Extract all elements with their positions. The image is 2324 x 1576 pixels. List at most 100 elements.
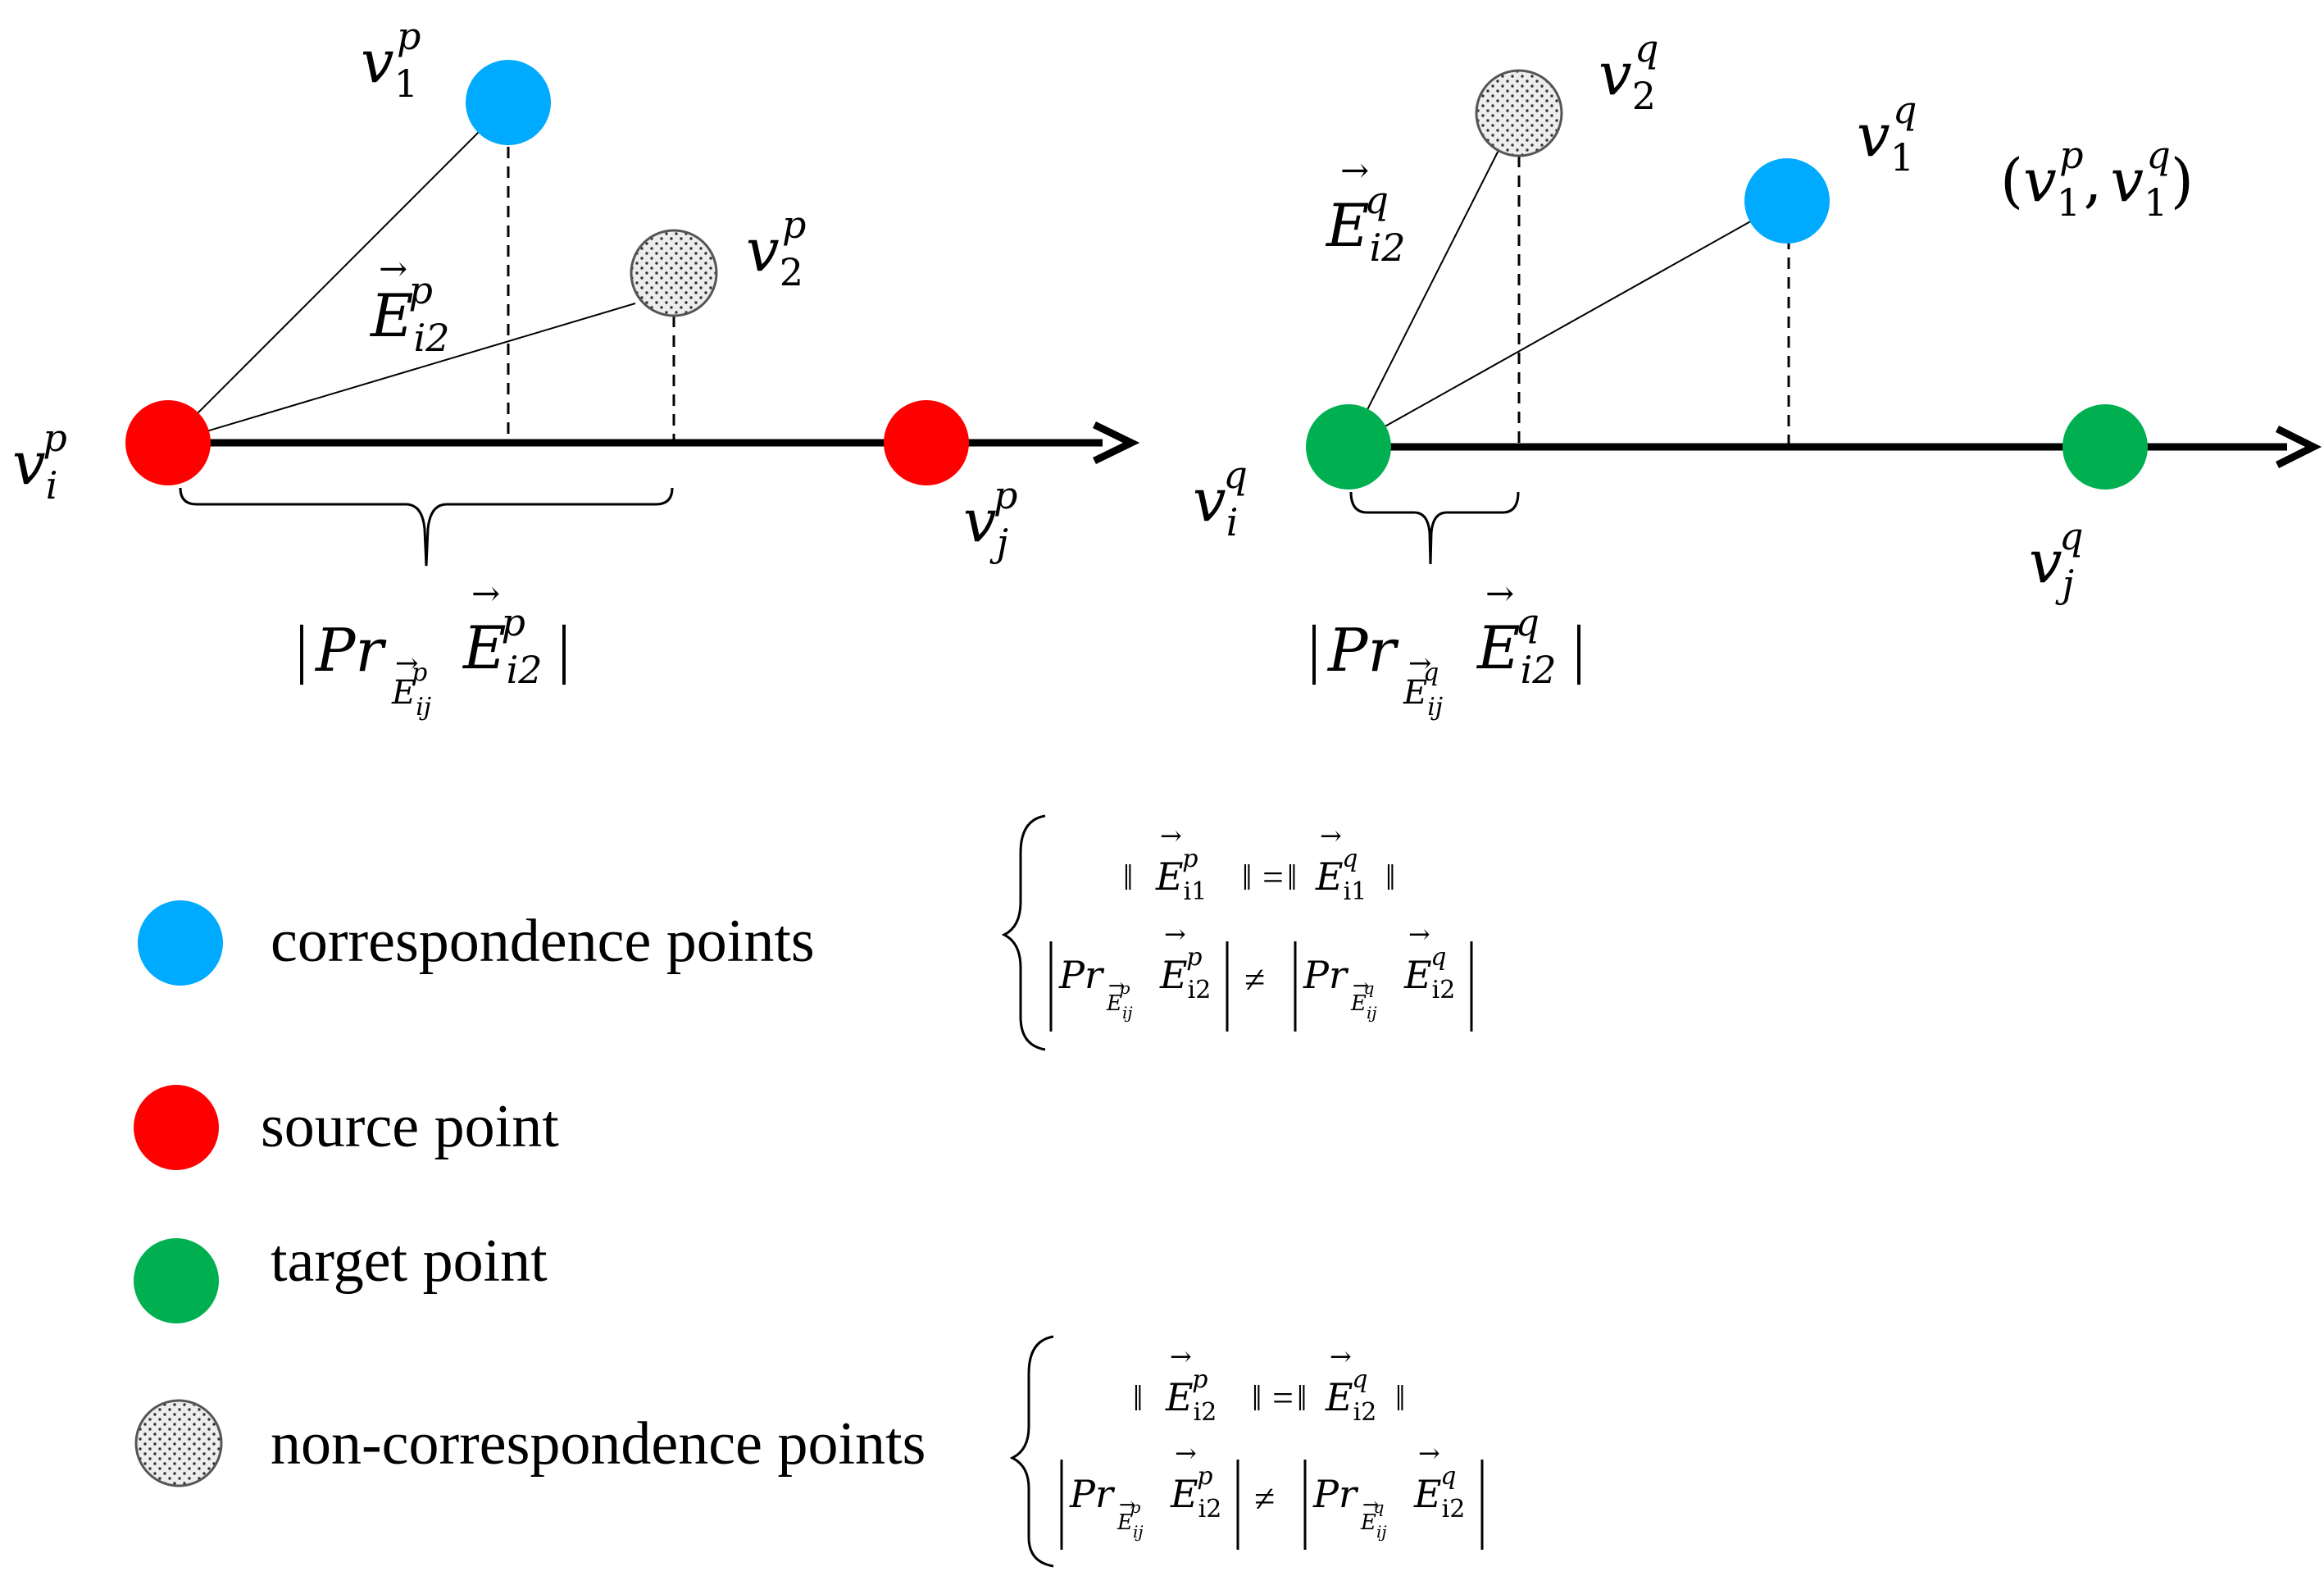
svg-text:‖: ‖: [1287, 858, 1297, 898]
svg-text:→: →: [1119, 1493, 1135, 1516]
svg-text:→: →: [395, 647, 419, 680]
svg-text:Ei2q: Ei2q: [1403, 943, 1455, 1004]
condition-correspondence-row-norm: ‖ → Ei1p ‖ = ‖ → Ei1q ‖: [1123, 820, 1395, 906]
svg-text:|: |: [295, 613, 308, 686]
right-edge-to-v2: [1348, 114, 1517, 448]
right-target-point-vj: [2062, 404, 2148, 490]
svg-text:→: →: [1175, 1437, 1197, 1469]
svg-text:Pr: Pr: [314, 616, 386, 685]
svg-text:→: →: [1418, 1437, 1440, 1469]
svg-text:Ei2p: Ei2p: [1170, 1462, 1221, 1524]
svg-text:→: →: [1320, 820, 1342, 851]
svg-text:Pr: Pr: [1303, 953, 1349, 997]
svg-text:→: →: [471, 573, 500, 613]
svg-text:Ei2p: Ei2p: [1159, 943, 1211, 1004]
right-label-v2: v2q: [1599, 26, 1658, 118]
right-label-v1: v1q: [1857, 88, 1917, 180]
svg-text:→: →: [1408, 918, 1430, 950]
right-label-vj: vjq: [2029, 514, 2083, 606]
svg-text:→: →: [1353, 974, 1369, 997]
left-projection-brace: [179, 487, 674, 567]
legend-correspondence-label: correspondence points: [271, 908, 815, 975]
svg-text:Ei1p: Ei1p: [1155, 845, 1207, 906]
legend: correspondence points source point targe…: [134, 900, 926, 1487]
left-label-v2: v2p: [746, 203, 806, 294]
right-label-vi: viq: [1193, 453, 1248, 544]
right-label-edge-Ei2: Ei2q: [1325, 178, 1406, 270]
svg-text:‖: ‖: [1133, 1378, 1143, 1419]
right-axis-arrowhead: [2275, 425, 2322, 469]
svg-text:Eijp: Eijp: [391, 658, 431, 722]
svg-text:Ei2p: Ei2p: [1165, 1365, 1217, 1427]
svg-text:≠: ≠: [1254, 1478, 1275, 1519]
svg-text:→: →: [1362, 1493, 1379, 1516]
condition-non-correspondence-brace: [1009, 1335, 1054, 1568]
svg-text:‖: ‖: [1252, 1378, 1262, 1419]
left-edge-to-v1: [167, 102, 509, 444]
svg-text:‖: ‖: [1297, 1378, 1307, 1419]
right-panel: v2q v1q viq vjq (v1p,v1q) → Ei2q | Pr → …: [1193, 26, 2322, 722]
svg-text:→: →: [1330, 1341, 1352, 1372]
legend-non-correspondence-label: non-correspondence points: [271, 1410, 926, 1478]
svg-text:‖: ‖: [1395, 1378, 1405, 1419]
svg-text:Ei2p: Ei2p: [462, 600, 543, 692]
svg-text:→: →: [1485, 573, 1514, 613]
left-edge-to-v2: [167, 303, 636, 444]
svg-text:=: =: [1262, 856, 1284, 898]
svg-text:Ei2q: Ei2q: [1413, 1462, 1465, 1524]
legend-correspondence-swatch: [138, 900, 223, 986]
condition-non-correspondence: ‖ → Ei2p ‖ = ‖ → Ei2q ‖ Pr → Eijp → Ei2p…: [1009, 1335, 1484, 1568]
svg-text:Eijq: Eijq: [1403, 658, 1443, 722]
svg-text:Pr: Pr: [1058, 953, 1105, 997]
left-projection-label: | Pr → Eijp → Ei2p |: [295, 573, 571, 722]
left-edge-arrow: →: [379, 248, 407, 289]
legend-source-swatch: [134, 1085, 219, 1170]
left-label-edge-Ei2: Ei2p: [369, 268, 450, 360]
legend-target-label: target point: [271, 1228, 548, 1295]
right-edge-arrow: →: [1340, 150, 1369, 190]
left-correspondence-point-v1: [466, 60, 551, 145]
right-label-pair: (v1p,v1q): [2000, 133, 2194, 225]
left-panel: v1p v2p vip vjp → Ei2p | Pr → Eijp → Ei2…: [12, 14, 1140, 722]
svg-text:Pr: Pr: [1069, 1472, 1116, 1516]
condition-correspondence-row-projection: Pr → Eijp → Ei2p ≠ Pr → Eijq → Ei2q: [1049, 918, 1473, 1032]
svg-text:→: →: [1170, 1341, 1192, 1372]
svg-text:‖: ‖: [1242, 858, 1252, 898]
svg-text:→: →: [1160, 820, 1182, 851]
condition-correspondence: ‖ → Ei1p ‖ = ‖ → Ei1q ‖ Pr → Eijp → Ei2p…: [1001, 814, 1473, 1051]
right-projection-label: | Pr → Eijq → Ei2q |: [1308, 573, 1585, 722]
svg-text:|: |: [1308, 613, 1321, 686]
right-non-correspondence-point-v2: [1475, 69, 1563, 157]
svg-text:≠: ≠: [1244, 959, 1265, 1000]
legend-source-label: source point: [261, 1093, 559, 1160]
left-source-point-vi: [125, 400, 211, 485]
legend-target-swatch: [134, 1238, 219, 1323]
left-source-point-vj: [884, 400, 969, 485]
svg-text:|: |: [557, 613, 571, 686]
left-axis-arrowhead: [1093, 421, 1140, 465]
svg-text:‖: ‖: [1385, 858, 1395, 898]
svg-text:|: |: [1572, 613, 1585, 686]
left-label-vi: vip: [12, 416, 67, 508]
svg-text:→: →: [1164, 918, 1186, 950]
condition-non-correspondence-row-projection: Pr → Eijp → Ei2p ≠ Pr → Eijq → Ei2q: [1060, 1437, 1484, 1550]
svg-text:→: →: [1108, 974, 1125, 997]
left-non-correspondence-point-v2: [630, 229, 718, 317]
svg-text:‖: ‖: [1123, 858, 1133, 898]
svg-text:Ei1q: Ei1q: [1315, 845, 1367, 906]
legend-non-correspondence-swatch: [134, 1399, 223, 1487]
svg-text:Ei2q: Ei2q: [1325, 1365, 1376, 1427]
svg-text:→: →: [1408, 647, 1432, 680]
right-projection-brace: [1349, 491, 1520, 565]
svg-text:Ei2q: Ei2q: [1476, 600, 1557, 692]
left-label-vj: vjp: [963, 473, 1017, 565]
left-label-v1: v1p: [361, 14, 421, 106]
right-correspondence-point-v1: [1744, 158, 1830, 244]
condition-correspondence-brace: [1001, 814, 1046, 1051]
svg-text:Pr: Pr: [1326, 616, 1398, 685]
svg-text:Pr: Pr: [1312, 1472, 1359, 1516]
right-edge-to-v1: [1348, 200, 1788, 448]
svg-text:=: =: [1272, 1377, 1294, 1419]
right-target-point-vi: [1306, 404, 1391, 490]
